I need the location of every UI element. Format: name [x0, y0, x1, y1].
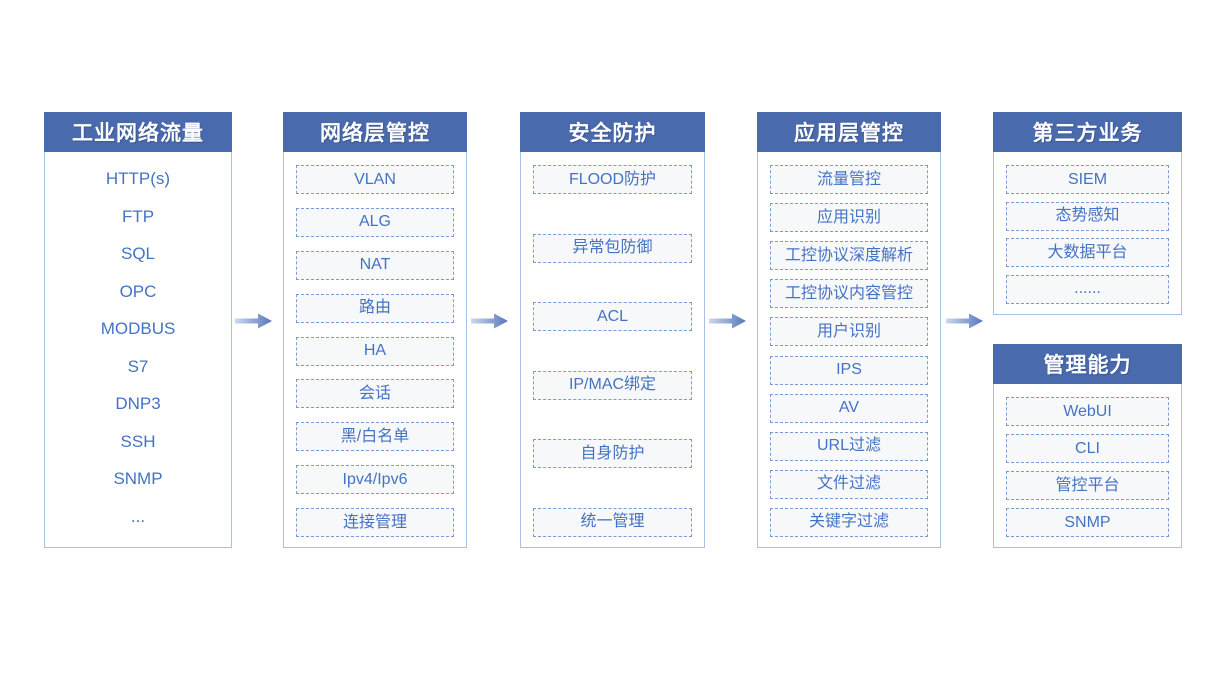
- feature-box: 关键字过滤: [770, 507, 928, 537]
- flow-arrow-icon: [709, 313, 746, 329]
- protocol-item: DNP3: [115, 394, 161, 414]
- panel-application-layer-control-body: 流量管控应用识别工控协议深度解析工控协议内容管控用户识别 IPS AV URL过滤文件…: [758, 152, 940, 547]
- feature-box: ALG: [296, 207, 454, 237]
- panel-network-layer-control-body: VLAN ALG NAT 路由 HA 会话黑/白名单 Ipv4/Ipv6 连接管理: [284, 152, 466, 547]
- flow-arrow-icon: [946, 313, 983, 329]
- feature-box: CLI: [1006, 434, 1169, 463]
- panel-network-layer-control-title: 网络层管控: [283, 112, 467, 152]
- panel-management-capability-body: WebUI CLI 管控平台 SNMP: [994, 384, 1181, 547]
- feature-box: ......: [1006, 274, 1169, 304]
- protocol-item: OPC: [119, 281, 157, 301]
- protocol-item: S7: [127, 356, 149, 376]
- feature-box: 大数据平台: [1006, 238, 1169, 268]
- protocol-item: SQL: [120, 244, 156, 264]
- protocol-item: ...: [130, 506, 146, 526]
- feature-box: 自身防护: [533, 439, 692, 469]
- feature-box: NAT: [296, 250, 454, 280]
- protocol-item: SNMP: [113, 469, 163, 489]
- feature-box: SNMP: [1006, 508, 1169, 537]
- panel-third-party-services: 第三方业务 SIEM 态势感知大数据平台......: [993, 112, 1182, 315]
- protocol-item: MODBUS: [100, 319, 176, 339]
- panel-management-capability: 管理能力 WebUI CLI 管控平台 SNMP: [993, 344, 1182, 548]
- flow-arrow-icon: [235, 313, 272, 329]
- feature-box: 连接管理: [296, 508, 454, 537]
- feature-box: 黑/白名单: [296, 422, 454, 452]
- protocol-item: FTP: [121, 206, 155, 226]
- panel-security-protection-body: FLOOD防护异常包防御 ACL IP/MAC绑定自身防护统一管理: [521, 152, 704, 547]
- feature-box: HA: [296, 336, 454, 366]
- panel-third-party-services-body: SIEM 态势感知大数据平台......: [994, 152, 1181, 314]
- feature-box: 文件过滤: [770, 469, 928, 499]
- panel-network-layer-control: 网络层管控 VLAN ALG NAT 路由 HA 会话黑/白名单 Ipv4/Ipv6 连接管理: [283, 112, 467, 548]
- feature-box: ACL: [533, 302, 692, 332]
- protocol-item: HTTP(s): [105, 169, 171, 189]
- feature-box: SIEM: [1006, 165, 1169, 194]
- panel-security-protection: 安全防护 FLOOD防护异常包防御 ACL IP/MAC绑定自身防护统一管理: [520, 112, 705, 548]
- feature-box: 异常包防御: [533, 233, 692, 263]
- protocol-item: SSH: [120, 431, 156, 451]
- feature-box: 工控协议深度解析: [770, 241, 928, 271]
- panel-third-party-services-title: 第三方业务: [993, 112, 1182, 152]
- panel-industrial-traffic-title: 工业网络流量: [44, 112, 232, 152]
- feature-box: 流量管控: [770, 165, 928, 194]
- feature-box: Ipv4/Ipv6: [296, 465, 454, 495]
- feature-box: 会话: [296, 379, 454, 409]
- panel-security-protection-title: 安全防护: [520, 112, 705, 152]
- feature-box: 路由: [296, 293, 454, 323]
- feature-box: 管控平台: [1006, 471, 1169, 500]
- flow-arrow-icon: [471, 313, 508, 329]
- feature-box: 统一管理: [533, 507, 692, 537]
- feature-box: 应用识别: [770, 203, 928, 233]
- feature-box: 态势感知: [1006, 201, 1169, 231]
- panel-application-layer-control: 应用层管控 流量管控应用识别工控协议深度解析工控协议内容管控用户识别 IPS AV U…: [757, 112, 941, 548]
- panel-application-layer-control-title: 应用层管控: [757, 112, 941, 152]
- feature-box: 用户识别: [770, 317, 928, 347]
- panel-management-capability-title: 管理能力: [993, 344, 1182, 384]
- feature-box: 工控协议内容管控: [770, 279, 928, 309]
- feature-box: VLAN: [296, 165, 454, 194]
- feature-box: AV: [770, 393, 928, 423]
- feature-box: URL过滤: [770, 431, 928, 461]
- feature-box: IP/MAC绑定: [533, 370, 692, 400]
- feature-box: WebUI: [1006, 397, 1169, 426]
- feature-box: IPS: [770, 355, 928, 385]
- feature-box: FLOOD防护: [533, 165, 692, 194]
